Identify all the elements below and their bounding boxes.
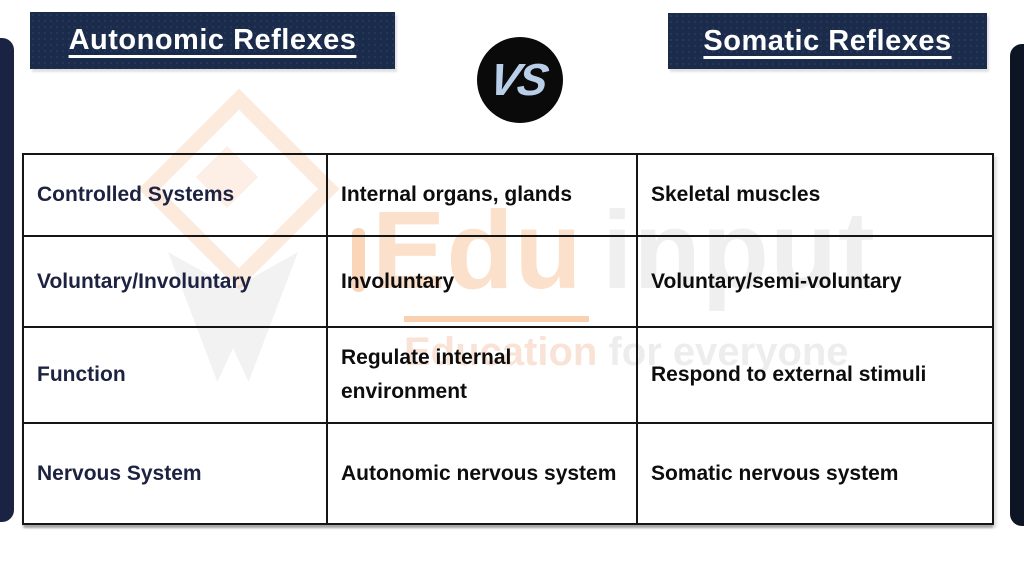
table-cell-somatic: Voluntary/semi-voluntary	[638, 237, 992, 328]
table-cell-somatic: Respond to external stimuli	[638, 328, 992, 424]
table-row-label: Function	[24, 328, 328, 424]
table-cell-somatic: Somatic nervous system	[651, 461, 899, 485]
vs-label: VS	[485, 54, 551, 105]
table-cell-autonomic: Regulate internal environment	[328, 328, 638, 424]
comparison-table: Controlled Systems Internal organs, glan…	[22, 153, 994, 525]
table-cell-somatic: Skeletal muscles	[638, 155, 992, 237]
table-row-label: Voluntary/Involuntary	[24, 237, 328, 328]
right-edge-bar	[1010, 44, 1024, 526]
table-row-label: Controlled Systems	[24, 155, 328, 237]
table-cell-autonomic: Involuntary	[328, 237, 638, 328]
autonomic-header-title: Autonomic Reflexes	[68, 24, 357, 56]
vs-badge: VS	[477, 37, 563, 123]
table-cell-autonomic: Autonomic nervous system	[328, 424, 638, 523]
table-row-label: Nervous System	[24, 424, 328, 523]
somatic-header-title: Somatic Reflexes	[703, 24, 952, 57]
somatic-header-box: Somatic Reflexes	[668, 13, 987, 69]
autonomic-header-box: Autonomic Reflexes	[30, 12, 395, 69]
table-cell-autonomic: Internal organs, glands	[328, 155, 638, 237]
left-edge-bar	[0, 38, 14, 522]
